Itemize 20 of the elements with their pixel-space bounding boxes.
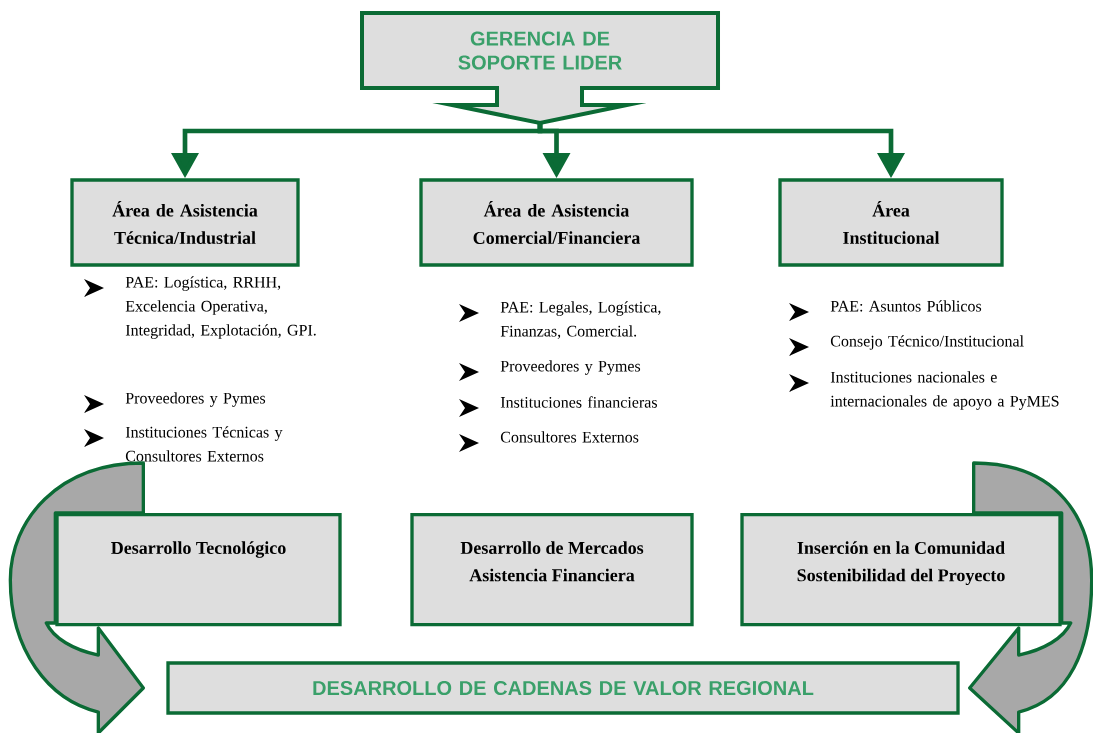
curved-block-arrow: [8, 461, 145, 733]
curved-block-arrow: [968, 461, 1093, 733]
header-text: GERENCIA DE SOPORTE LIDER: [458, 31, 622, 70]
area-box: Área de Asistencia Comercial/Financiera: [419, 178, 694, 267]
area-box: Desarrollo Tecnológico: [55, 513, 342, 627]
bullet-text: Proveedores y Pymes: [500, 360, 641, 375]
area-box: Desarrollo de Mercados Asistencia Financiera: [410, 513, 694, 627]
area-box: Inserción en la Comunidad Sostenibilidad del Proyecto: [740, 513, 1062, 627]
bullet-text: Instituciones nacionales e internacionales de apoyo a PyMES: [830, 371, 1059, 410]
bullet-text: Instituciones financieras: [500, 396, 657, 408]
bullet-text: PAE: Asuntos Públicos: [830, 300, 982, 312]
bullet-text: Consejo Técnico/Institucional: [830, 335, 1024, 350]
bullet-text: Instituciones Técnicas y Consultores Externos: [125, 426, 283, 462]
area-box: Área Institucional: [778, 178, 1004, 267]
bullet-text: PAE: Legales, Logística, Finanzas, Comercial.: [500, 301, 661, 339]
bullet-text: PAE: Logística, RRHH, Excelencia Operativa, Integridad, Explotación, GPI.: [125, 276, 316, 339]
bullet-text: Proveedores y Pymes: [125, 392, 266, 407]
area-box: Área de Asistencia Técnica/Industrial: [70, 178, 300, 267]
banner-box: DESARROLLO DE CADENAS DE VALOR REGIONAL: [166, 661, 960, 715]
bullet-text: Consultores Externos: [500, 431, 639, 443]
